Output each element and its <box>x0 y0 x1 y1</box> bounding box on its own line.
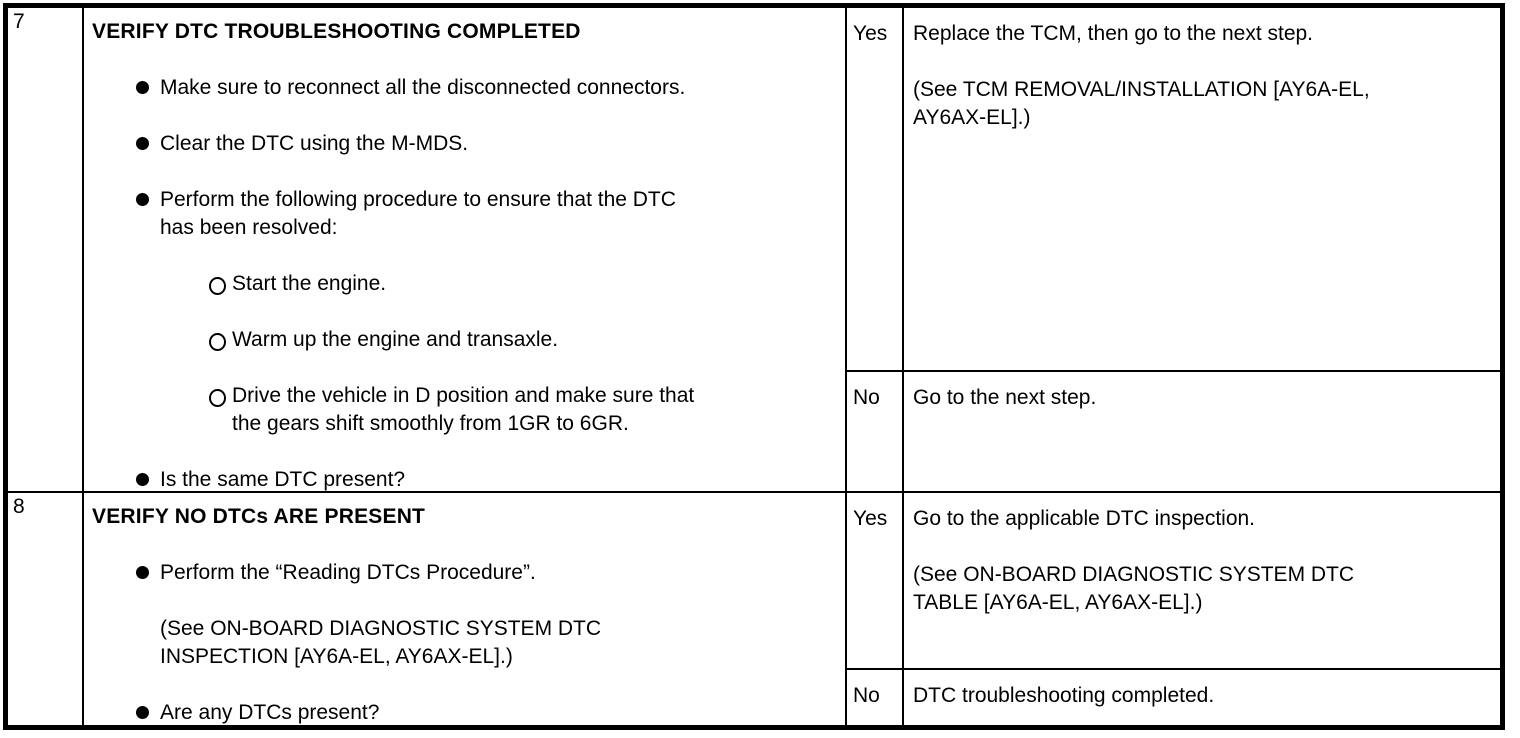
no-action-text: DTC troubleshooting completed. <box>904 670 1500 725</box>
list-item: Perform the following procedure to ensur… <box>84 186 845 242</box>
list-item-text: Perform the following procedure to ensur… <box>160 188 676 239</box>
list-item-text: Are any DTCs present? <box>160 701 380 724</box>
filled-bullet-icon <box>136 699 160 725</box>
filled-bullet-icon <box>136 74 160 102</box>
list-item-text: Make sure to reconnect all the disconnec… <box>160 76 686 99</box>
result-paragraph: Replace the TCM, then go to the next ste… <box>913 22 1314 45</box>
results-cell: Yes Replace the TCM, then go to the next… <box>847 8 1500 491</box>
filled-bullet-icon <box>136 559 160 587</box>
action-cell: VERIFY NO DTCs ARE PRESENT Perform the “… <box>84 493 847 725</box>
table-row-step-7: 7 VERIFY DTC TROUBLESHOOTING COMPLETED M… <box>8 8 1500 493</box>
filled-bullet-icon <box>136 186 160 242</box>
filled-bullet-icon <box>136 130 160 158</box>
hollow-circle-bullet-icon <box>209 326 232 354</box>
list-item: Is the same DTC present? <box>84 466 845 491</box>
sub-list-item: Drive the vehicle in D position and make… <box>84 382 845 438</box>
results-cell: Yes Go to the applicable DTC inspection.… <box>847 493 1500 725</box>
step-number: 8 <box>8 493 84 725</box>
sub-list-item: Warm up the engine and transaxle. <box>84 326 845 354</box>
yes-result-band: Yes Replace the TCM, then go to the next… <box>847 8 1500 372</box>
result-paragraph: Go to the next step. <box>913 386 1097 409</box>
list-item-text: Warm up the engine and transaxle. <box>232 328 559 351</box>
hollow-circle-bullet-icon <box>209 382 232 438</box>
list-item: Make sure to reconnect all the disconnec… <box>84 74 845 102</box>
list-item: Perform the “Reading DTCs Procedure”. <box>84 559 845 587</box>
list-item-text: Start the engine. <box>232 272 387 295</box>
action-title: VERIFY DTC TROUBLESHOOTING COMPLETED <box>92 20 581 43</box>
table-row-step-8: 8 VERIFY NO DTCs ARE PRESENT Perform the… <box>8 493 1500 725</box>
action-list: Make sure to reconnect all the disconnec… <box>84 74 845 491</box>
yes-action-text: Go to the applicable DTC inspection. (See… <box>904 493 1500 668</box>
no-action-text: Go to the next step. <box>904 372 1500 491</box>
result-paragraph: (See TCM REMOVAL/INSTALLATION [AY6A-EL,A… <box>913 78 1370 129</box>
troubleshooting-table: 7 VERIFY DTC TROUBLESHOOTING COMPLETED M… <box>3 3 1505 730</box>
yes-label: Yes <box>847 8 904 370</box>
list-item: Clear the DTC using the M-MDS. <box>84 130 845 158</box>
sub-list-item: Start the engine. <box>84 270 845 298</box>
hollow-circle-bullet-icon <box>209 270 232 298</box>
list-item-text: Is the same DTC present? <box>160 468 406 491</box>
list-item-text: Clear the DTC using the M-MDS. <box>160 132 469 155</box>
step-number: 7 <box>8 8 84 491</box>
list-item-text: Perform the “Reading DTCs Procedure”. <box>160 561 536 584</box>
result-paragraph: DTC troubleshooting completed. <box>913 684 1215 707</box>
no-label: No <box>847 670 904 725</box>
action-cell: VERIFY DTC TROUBLESHOOTING COMPLETED Mak… <box>84 8 847 491</box>
list-item: Are any DTCs present? <box>84 699 845 725</box>
yes-label: Yes <box>847 493 904 668</box>
no-result-band: No DTC troubleshooting completed. <box>847 670 1500 725</box>
no-label: No <box>847 372 904 491</box>
filled-bullet-icon <box>136 466 160 491</box>
list-item-text: Drive the vehicle in D position and make… <box>232 384 695 435</box>
action-list: Perform the “Reading DTCs Procedure”. (Se… <box>84 559 845 725</box>
no-result-band: No Go to the next step. <box>847 372 1500 491</box>
action-title: VERIFY NO DTCs ARE PRESENT <box>92 505 426 528</box>
yes-action-text: Replace the TCM, then go to the next ste… <box>904 8 1500 370</box>
yes-result-band: Yes Go to the applicable DTC inspection.… <box>847 493 1500 670</box>
result-paragraph: Go to the applicable DTC inspection. <box>913 507 1256 530</box>
